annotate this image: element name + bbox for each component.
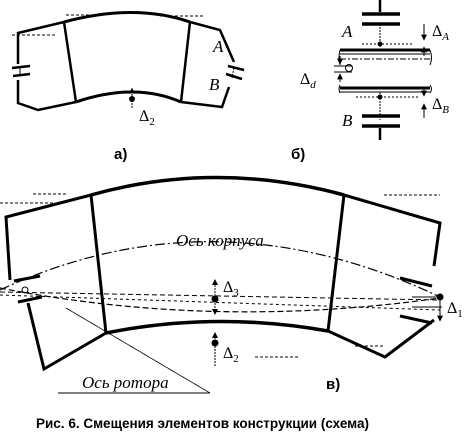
casing-bottom-arc xyxy=(75,90,182,104)
rotor-axis-label: Ось ротора xyxy=(82,373,169,392)
casing-bottom-arc xyxy=(105,319,329,335)
figure-caption: Рис. 6. Смещения элементов конструкции (… xyxy=(36,416,369,431)
panel-c-delta2-label: Δ2 xyxy=(223,345,239,365)
left-bearing-housing xyxy=(16,20,65,64)
panel-a-support-b-label: B xyxy=(209,75,220,94)
casing-top-arc xyxy=(63,11,191,24)
casing-axis-label: Ось корпуса xyxy=(176,231,264,250)
panel-c-delta1-label: Δ1 xyxy=(447,300,463,320)
panel-c xyxy=(0,175,444,394)
panel-b xyxy=(334,0,432,140)
rotor-axis-line xyxy=(0,287,441,313)
panel-a-delta2-label: Δ2 xyxy=(139,108,155,128)
panel-b-delta-d-label: Δd xyxy=(300,71,316,91)
panel-a xyxy=(11,11,245,112)
panel-a-support-a-label: A xyxy=(212,37,224,56)
panel-b-label: б) xyxy=(291,146,305,163)
casing-top-arc xyxy=(90,175,345,197)
panel-c-label: в) xyxy=(326,376,340,393)
casing-axis-line xyxy=(0,241,441,298)
panel-b-delta-a-label: ΔA xyxy=(432,23,449,43)
right-bearing-housing xyxy=(189,20,236,63)
panel-b-support-b-label: B xyxy=(342,111,353,130)
panel-a-label: а) xyxy=(114,146,127,163)
left-bearing-housing xyxy=(4,193,92,281)
right-bearing-housing xyxy=(343,193,442,267)
panel-b-delta-b-label: ΔB xyxy=(432,96,449,116)
panel-b-support-a-label: A xyxy=(341,22,353,41)
panel-c-delta3-label: Δ3 xyxy=(223,279,239,299)
